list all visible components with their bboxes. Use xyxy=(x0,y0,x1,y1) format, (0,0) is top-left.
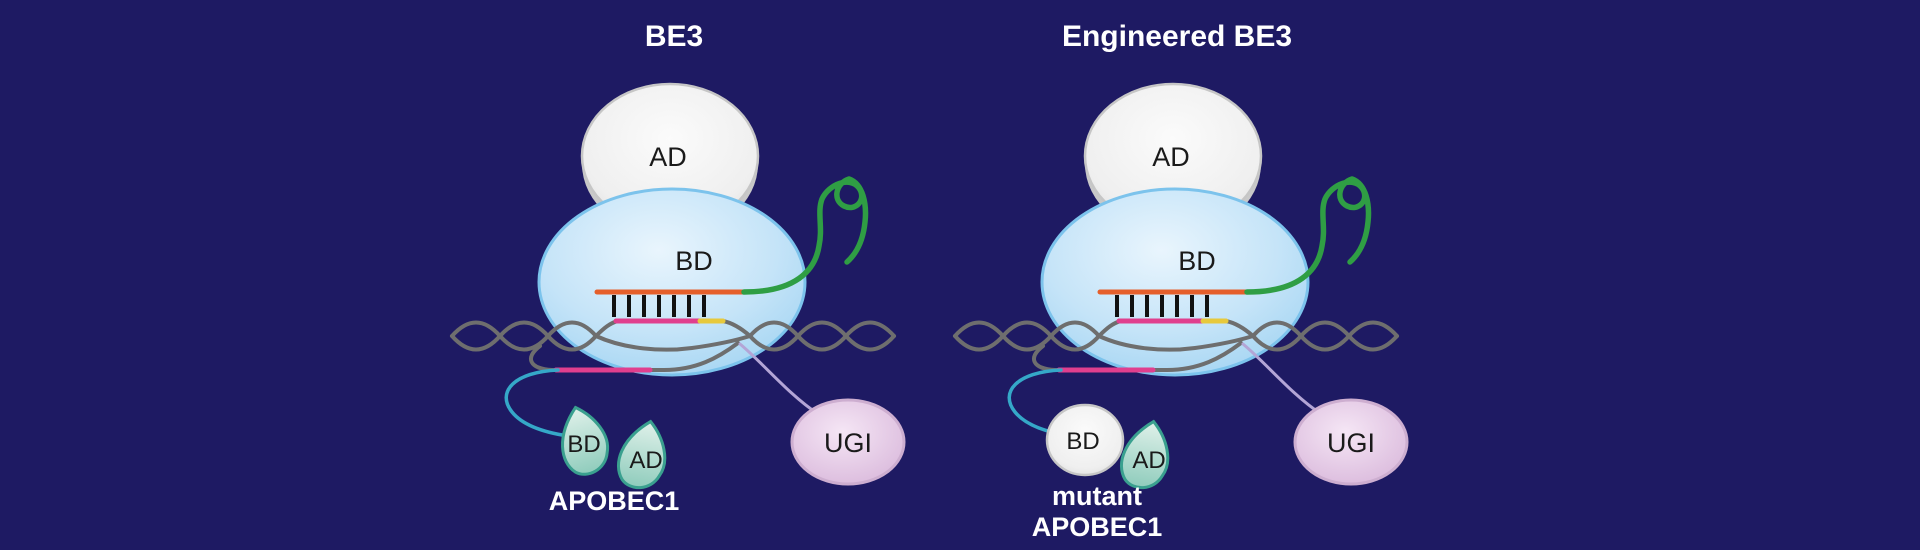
apobec-ad-leaf-shape xyxy=(617,419,667,490)
base-pairing-ticks xyxy=(612,295,706,317)
dna-helix-left-strand-b xyxy=(953,320,1101,352)
ad-domain-label: AD xyxy=(649,142,687,172)
target-strand-lead-out xyxy=(721,319,752,338)
cas9-assembly: Engineered BE3 AD BD xyxy=(953,20,1409,486)
apobec-bd-shape-mutant xyxy=(1045,403,1125,477)
apobec-bd-leaf-shape xyxy=(561,405,610,476)
ugi-label: UGI xyxy=(1327,428,1375,458)
apobec-linker xyxy=(504,368,570,438)
dna-helix-left-strand-a xyxy=(450,320,598,352)
apobec-caption-line1: mutant xyxy=(1052,481,1142,511)
apobec-ad-label: AD xyxy=(1132,447,1165,474)
ugi-shape xyxy=(790,398,906,486)
bd-domain-label: BD xyxy=(675,246,713,276)
non-target-strand xyxy=(594,334,752,352)
sgrna-scaffold-loop xyxy=(741,176,869,295)
dna-helix-left-strand-a xyxy=(953,320,1101,352)
panel-title: BE3 xyxy=(645,20,703,53)
apobec-ad-leaf xyxy=(1120,419,1170,490)
displaced-strand xyxy=(529,341,740,372)
base-pairing-ticks xyxy=(1115,295,1209,317)
dna-helix-right-strand-b xyxy=(1251,320,1399,352)
sgrna-scaffold-loop xyxy=(1244,176,1372,295)
target-strand-lead-out xyxy=(1224,319,1255,338)
apobec-caption: APOBEC1 xyxy=(549,486,680,516)
apobec-bd-label: BD xyxy=(567,431,600,458)
ugi-linker xyxy=(1241,342,1323,416)
panel-title: Engineered BE3 xyxy=(1062,20,1292,53)
apobec-bd-label: BD xyxy=(1066,428,1099,455)
dna-helix xyxy=(953,319,1399,372)
panel-be3: BE3 AD BD xyxy=(450,20,906,516)
apobec-ad-leaf xyxy=(617,419,667,490)
ugi-linker xyxy=(738,342,820,416)
dna-helix-left-strand-b xyxy=(450,320,598,352)
ad-domain-label: AD xyxy=(1152,142,1190,172)
bd-domain-label: BD xyxy=(1178,246,1216,276)
ugi-label: UGI xyxy=(824,428,872,458)
apobec-caption-line2: APOBEC1 xyxy=(1032,512,1163,542)
apobec-ad-label: AD xyxy=(629,447,662,474)
apobec-bd-leaf xyxy=(561,405,610,476)
dna-helix-right-strand-a xyxy=(1251,320,1399,352)
non-target-strand xyxy=(1097,334,1255,352)
dna-helix-right-strand-a xyxy=(748,320,896,352)
apobec-ad-leaf-shape xyxy=(1120,419,1170,490)
panel-engineered-be3: Engineered BE3 AD BD xyxy=(953,20,1409,542)
dna-helix xyxy=(450,319,896,372)
dna-helix-right-strand-b xyxy=(748,320,896,352)
displaced-strand xyxy=(1032,341,1243,372)
ugi-shape xyxy=(1293,398,1409,486)
